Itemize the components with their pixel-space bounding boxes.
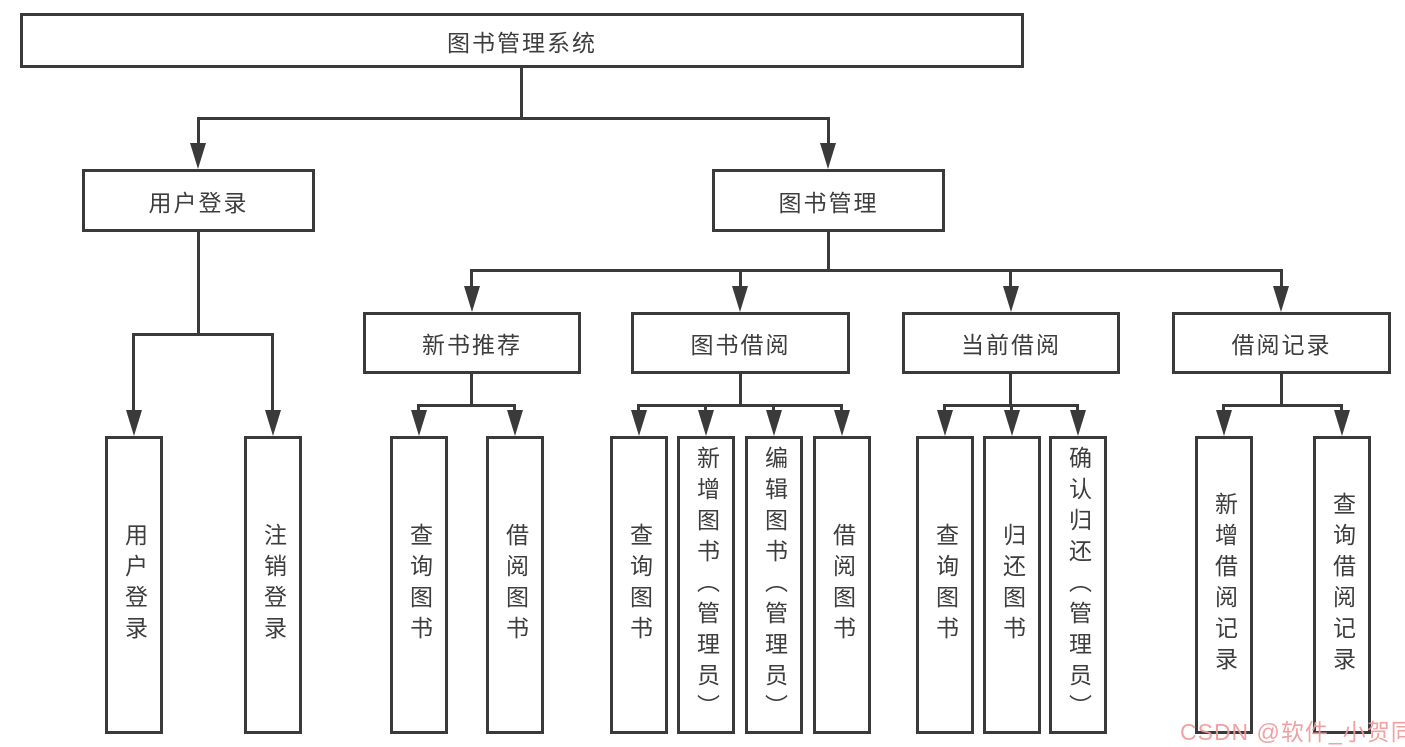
leaf-label: 借阅图书	[829, 523, 856, 647]
connector-line	[520, 68, 523, 118]
connector-line	[470, 374, 473, 406]
arrow-down-icon	[766, 410, 782, 436]
node-borrowing-records: 借阅记录	[1172, 312, 1391, 374]
connector-line	[197, 232, 200, 335]
node-current-borrowing: 当前借阅	[902, 312, 1120, 374]
leaf-label: 新增借阅记录	[1211, 492, 1238, 678]
leaf-query-books-current: 查询图书	[916, 436, 974, 734]
arrow-down-icon	[834, 410, 850, 436]
arrow-down-icon	[190, 143, 206, 169]
connector-line	[1222, 404, 1225, 413]
connector-line	[827, 232, 830, 271]
connector-line	[470, 269, 473, 288]
leaf-label: 编辑图书（管理员）	[761, 445, 788, 725]
leaf-label: 用户登录	[121, 523, 148, 647]
leaf-add-borrow-record: 新增借阅记录	[1195, 436, 1253, 734]
arrow-down-icon	[265, 410, 281, 436]
arrow-down-icon	[1273, 286, 1289, 312]
leaf-label: 查询图书	[626, 523, 653, 647]
connector-line	[704, 404, 707, 413]
connector-line	[943, 404, 946, 413]
connector-line	[637, 404, 843, 407]
leaf-confirm-return-admin: 确认归还（管理员）	[1049, 436, 1107, 734]
leaf-label: 注销登录	[260, 523, 287, 647]
arrow-down-icon	[1004, 410, 1020, 436]
connector-line	[513, 404, 516, 413]
connector-line	[1280, 374, 1283, 406]
connector-line	[1222, 404, 1343, 407]
arrow-down-icon	[698, 410, 714, 436]
leaf-label: 新增图书（管理员）	[693, 445, 720, 725]
connector-line	[132, 333, 274, 336]
leaf-label: 查询图书	[406, 523, 433, 647]
connector-line	[417, 404, 420, 413]
arrow-down-icon	[126, 410, 142, 436]
connector-line	[1280, 269, 1283, 288]
leaf-label: 确认归还（管理员）	[1065, 445, 1092, 725]
arrow-down-icon	[507, 410, 523, 436]
connector-line	[1009, 374, 1012, 406]
connector-line	[637, 404, 640, 413]
node-new-book-recommendation: 新书推荐	[363, 312, 581, 374]
connector-line	[470, 269, 1283, 272]
arrow-down-icon	[464, 286, 480, 312]
connector-line	[271, 333, 274, 412]
connector-line	[197, 117, 200, 144]
leaf-query-borrow-record: 查询借阅记录	[1313, 436, 1371, 734]
node-book-borrowing: 图书借阅	[631, 312, 850, 374]
arrow-down-icon	[820, 143, 836, 169]
leaf-query-books-borrowing: 查询图书	[610, 436, 668, 734]
connector-line	[840, 404, 843, 413]
leaf-user-login: 用户登录	[105, 436, 163, 734]
connector-line	[772, 404, 775, 413]
leaf-label: 查询借阅记录	[1329, 492, 1356, 678]
leaf-add-books-admin: 新增图书（管理员）	[677, 436, 735, 734]
arrow-down-icon	[1216, 410, 1232, 436]
arrow-down-icon	[1003, 286, 1019, 312]
arrow-down-icon	[1334, 410, 1350, 436]
node-library-management-system: 图书管理系统	[20, 13, 1024, 68]
arrow-down-icon	[411, 410, 427, 436]
leaf-return-books: 归还图书	[983, 436, 1041, 734]
leaf-borrow-books-borrowing: 借阅图书	[813, 436, 871, 734]
connector-line	[197, 117, 830, 120]
connector-line	[739, 374, 742, 406]
arrow-down-icon	[732, 286, 748, 312]
connector-line	[1076, 404, 1079, 413]
node-book-management: 图书管理	[712, 169, 945, 232]
connector-line	[739, 269, 742, 288]
connector-line	[132, 333, 135, 412]
leaf-edit-books-admin: 编辑图书（管理员）	[745, 436, 803, 734]
arrow-down-icon	[631, 410, 647, 436]
leaf-query-books-recommend: 查询图书	[390, 436, 448, 734]
arrow-down-icon	[1070, 410, 1086, 436]
leaf-label: 查询图书	[932, 523, 959, 647]
leaf-label: 借阅图书	[502, 523, 529, 647]
connector-line	[1009, 269, 1012, 288]
connector-line	[1010, 404, 1013, 413]
leaf-borrow-books-recommend: 借阅图书	[486, 436, 544, 734]
leaf-logout: 注销登录	[244, 436, 302, 734]
csdn-watermark: CSDN @软件_小贺同学	[1180, 719, 1405, 745]
leaf-label: 归还图书	[999, 523, 1026, 647]
connector-line	[417, 404, 516, 407]
node-user-login: 用户登录	[82, 169, 315, 232]
arrow-down-icon	[937, 410, 953, 436]
connector-line	[1340, 404, 1343, 413]
connector-line	[827, 117, 830, 144]
